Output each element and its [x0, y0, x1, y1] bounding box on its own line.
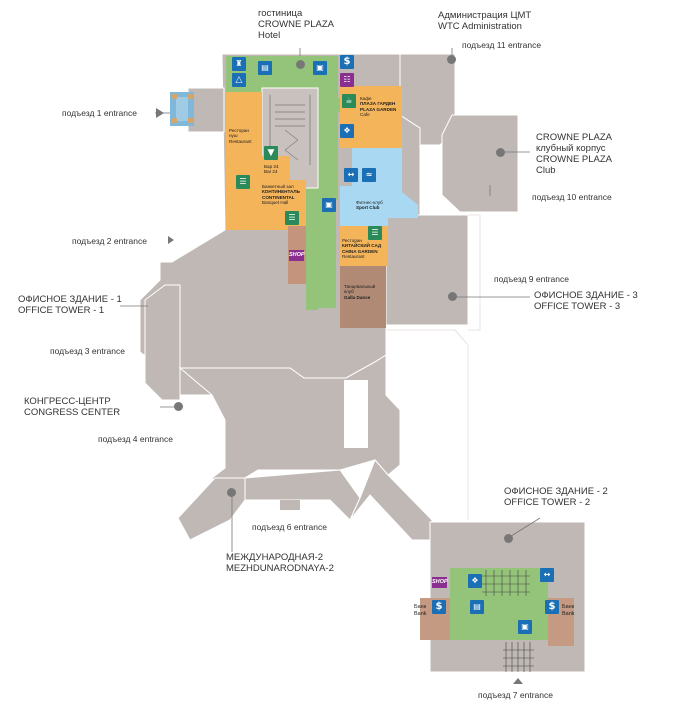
china-garden-label: Ресторан КИТАЙСКИЙ САД CHINA GARDEN Rest…: [342, 238, 382, 260]
entrance-10-label: подъезд 10 entrance: [532, 192, 612, 202]
sport-club-label: Фитнес-клуб Sport Club: [356, 200, 383, 211]
tower2-green-lobby: [450, 568, 548, 640]
crowne-club-label: CROWNE PLAZA клубный корпус CROWNE PLAZA…: [536, 132, 613, 176]
dollar-icon[interactable]: $: [432, 600, 446, 614]
crowne-club-mass: [441, 114, 519, 213]
dollar-icon[interactable]: $: [545, 600, 559, 614]
central-green-corridor: [306, 200, 336, 308]
restroom-icon[interactable]: ❖: [468, 574, 482, 588]
southeast-corridor: [349, 459, 433, 541]
entrance-7-label: подъезд 7 entrance: [478, 690, 553, 700]
mezhdunarodnaya-label: МЕЖДУНАРОДНАЯ-2 MEZHDUNARODNAYA-2: [226, 552, 334, 574]
entrance-6-label: подъезд 6 entrance: [252, 522, 327, 532]
restroom-icon[interactable]: ❖: [340, 124, 354, 138]
coffee-cup-icon[interactable]: ☕: [342, 94, 356, 108]
south-arm: [244, 469, 361, 521]
galla-dance-label: Танцевальный клуб Galla Dance: [344, 284, 376, 300]
entrance-7-arrow: [513, 678, 523, 684]
office-tower-3-mass: [385, 214, 469, 326]
bank-right-label: Банк Bank: [562, 604, 575, 617]
courtyard-hole: [344, 380, 368, 448]
phone-icon[interactable]: ▣: [518, 620, 532, 634]
dollar-icon[interactable]: $: [340, 55, 354, 69]
galla-dance-area: [340, 266, 386, 328]
wtc-admin-label: Администрация ЦМТ WTC Administration: [438, 10, 532, 32]
entrance-6-marker: [280, 500, 300, 510]
wtc-admin-pointer-dot: [447, 55, 456, 64]
entrance-1-label: подъезд 1 entrance: [62, 108, 137, 118]
info-desk-icon[interactable]: ▤: [258, 61, 272, 75]
hotel-pointer-dot: [296, 60, 305, 69]
elevator-icon[interactable]: ☷: [340, 73, 354, 87]
entrance-4-label: подъезд 4 entrance: [98, 434, 173, 444]
hotel-stair-lines: [269, 95, 311, 165]
dumbbell-icon[interactable]: ↔: [540, 568, 554, 582]
restroom-icon[interactable]: ♜: [232, 57, 246, 71]
entrance-11-label: подъезд 11 entrance: [462, 40, 542, 50]
fork-knife-icon[interactable]: ☰: [285, 211, 299, 225]
mezh-pointer-dot: [227, 488, 236, 497]
tower3-pointer-dot: [448, 292, 457, 301]
office-tower-1-label: ОФИСНОЕ ЗДАНИЕ - 1 OFFICE TOWER - 1: [18, 294, 122, 316]
hotel-label: гостиница CROWNE PLAZA Hotel: [258, 8, 335, 41]
bar-24-label: Бар 24 Bar 24: [264, 164, 279, 175]
banquet-continental-label: Банкетный зал КОНТИНЕНТАЛЬ CONTINENTAL B…: [262, 184, 300, 206]
cocktail-icon[interactable]: ▼: [264, 146, 278, 160]
shop-badge-2[interactable]: SHOP: [432, 577, 448, 588]
entrance-2-label: подъезд 2 entrance: [72, 236, 147, 246]
dumbbell-icon[interactable]: ↔: [344, 168, 358, 182]
southwest-arm: [177, 477, 246, 541]
shop-badge-1[interactable]: SHOP: [289, 250, 305, 261]
phone-icon[interactable]: ▣: [322, 198, 336, 212]
club-pointer-dot: [496, 148, 505, 157]
entrance-9-label: подъезд 9 entrance: [494, 274, 569, 284]
sport-club-pool-area: [340, 148, 418, 226]
fork-knife-icon[interactable]: ☰: [368, 226, 382, 240]
courtyard-gap: [386, 325, 400, 410]
entrance-3-label: подъезд 3 entrance: [50, 346, 125, 356]
coat-hanger-icon[interactable]: △: [232, 73, 246, 87]
swimming-icon[interactable]: ≈: [362, 168, 376, 182]
cafe-plaza-garden-label: Кафе ПЛАЗА ГАРДЕН PLAZA GARDEN Cafe: [360, 96, 397, 118]
bar-24-area: [262, 156, 290, 180]
office-tower-2-label: ОФИСНОЕ ЗДАНИЕ - 2 OFFICE TOWER - 2: [504, 486, 608, 508]
fork-knife-icon[interactable]: ☰: [236, 175, 250, 189]
office-tower-3-label: ОФИСНОЕ ЗДАНИЕ - 3 OFFICE TOWER - 3: [534, 290, 638, 312]
tower2-elevator-lines: [482, 570, 530, 596]
office-tower-1-mass: [144, 284, 181, 401]
congress-center-label: КОНГРЕСС-ЦЕНТР CONGRESS CENTER: [24, 396, 121, 418]
congress-pointer-dot: [174, 402, 183, 411]
entrance-2-arrow: [168, 236, 174, 244]
info-desk-icon[interactable]: ▤: [470, 600, 484, 614]
phone-icon[interactable]: ▣: [313, 61, 327, 75]
tower2-stairs: [503, 642, 534, 672]
wtc-admin-mass: [399, 53, 456, 146]
tower2-pointer-dot: [504, 534, 513, 543]
bank-left-label: Банк Bank: [414, 604, 427, 617]
restaurant-nush-label: Ресторан нуш Restaurant: [229, 128, 252, 144]
